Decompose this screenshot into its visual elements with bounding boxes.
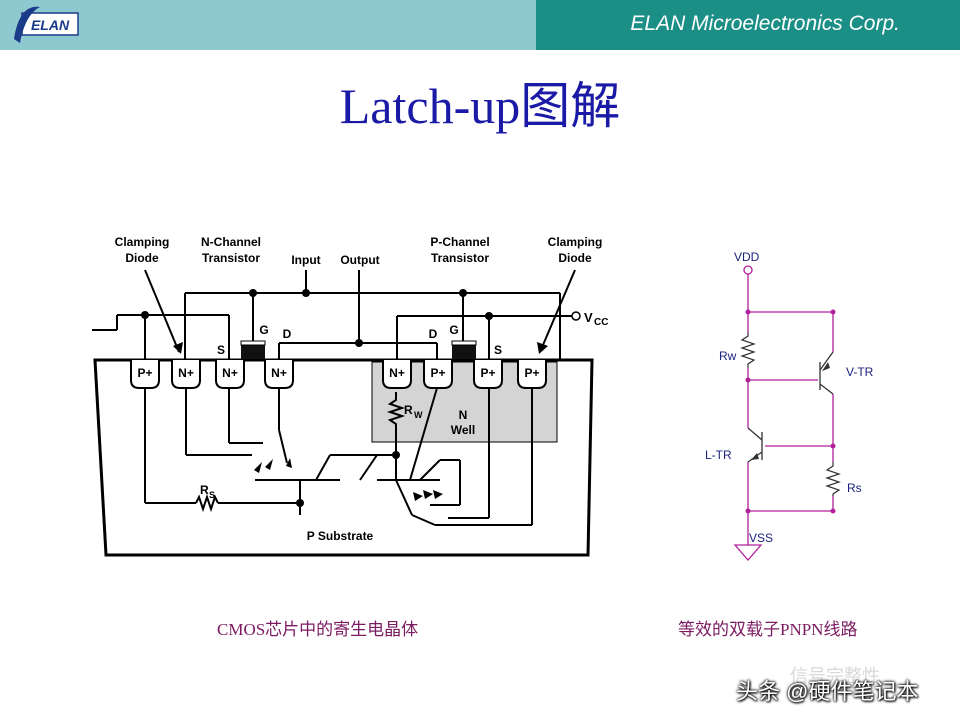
pnpn-label-vss: VSS [749,531,773,545]
pnpn-label-v-tr: V-TR [846,365,874,379]
label-source-n: S [217,343,225,357]
label-vcc-v: V [584,310,593,325]
label-drain-n: D [283,327,292,341]
junction-dots [141,289,493,507]
label-n-channel-1: N-Channel [201,235,261,249]
label-rw-sub: W [414,410,423,420]
rs-resistor [195,493,219,513]
label-n-plus-4: N+ [389,366,405,380]
label-p-plus-3: P+ [480,366,495,380]
label-clamping-left-2: Diode [125,251,159,265]
label-n-channel-2: Transistor [202,251,260,265]
pnpn-label-vdd: VDD [734,250,760,264]
pnpn-rs-resistor [825,462,841,496]
vdd-terminal [743,265,753,275]
n-gate-block [241,345,265,359]
cmos-wires [92,269,576,526]
caption-right: 等效的双载子PNPN线路 [678,620,858,639]
header-right-band [536,0,960,50]
v-tr-transistor [819,351,834,395]
label-drain-p: D [429,327,438,341]
vss-ground-symbol [733,544,763,561]
label-gate-p: G [449,323,458,337]
header-left-band [0,0,536,50]
label-n-well-2: Well [451,423,475,437]
label-vcc-sub: CC [594,317,608,328]
pnpn-wires [747,274,834,545]
label-output: Output [340,253,379,267]
pnpn-label-rs: Rs [847,481,862,495]
label-source-p: S [494,343,502,357]
label-n-well-1: N [459,408,468,422]
label-rw-r: R [404,403,413,417]
label-clamping-right-2: Diode [558,251,592,265]
label-n-plus-3: N+ [271,366,287,380]
pnpn-label-l-tr: L-TR [705,448,732,462]
label-rs-sub: S [209,490,215,500]
pnpn-nodes [745,309,836,514]
caption-left: CMOS芯片中的寄生电晶体 [217,620,419,639]
company-name: ELAN Microelectronics Corp. [630,12,900,35]
label-gate-n: G [259,323,268,337]
label-n-plus-2: N+ [222,366,238,380]
label-n-plus-1: N+ [178,366,194,380]
label-p-plus-2: P+ [430,366,445,380]
label-p-plus-4: P+ [524,366,539,380]
pnpn-label-rw: Rw [719,349,737,363]
svg-text:ELAN: ELAN [31,17,70,33]
watermark-main: 头条 @硬件笔记本 [736,679,919,704]
label-clamping-left-1: Clamping [115,235,170,249]
watermark-sub: 信号完整性 [790,666,880,686]
elan-logo: ELAN [14,6,79,43]
slide-title: Latch-up图解 [339,78,621,134]
label-p-substrate: P Substrate [307,529,374,543]
label-rs-r: R [200,483,209,497]
label-p-channel-2: Transistor [431,251,489,265]
label-p-plus-1: P+ [137,366,152,380]
label-p-channel-1: P-Channel [430,235,489,249]
label-clamping-right-1: Clamping [548,235,603,249]
pnpn-rw-resistor [740,332,756,368]
arrowheads [173,342,548,501]
label-input: Input [291,253,320,267]
rw-resistor [386,392,406,430]
diffusion-wells [130,360,547,389]
vcc-terminal [571,311,581,321]
p-gate-block [452,345,476,359]
